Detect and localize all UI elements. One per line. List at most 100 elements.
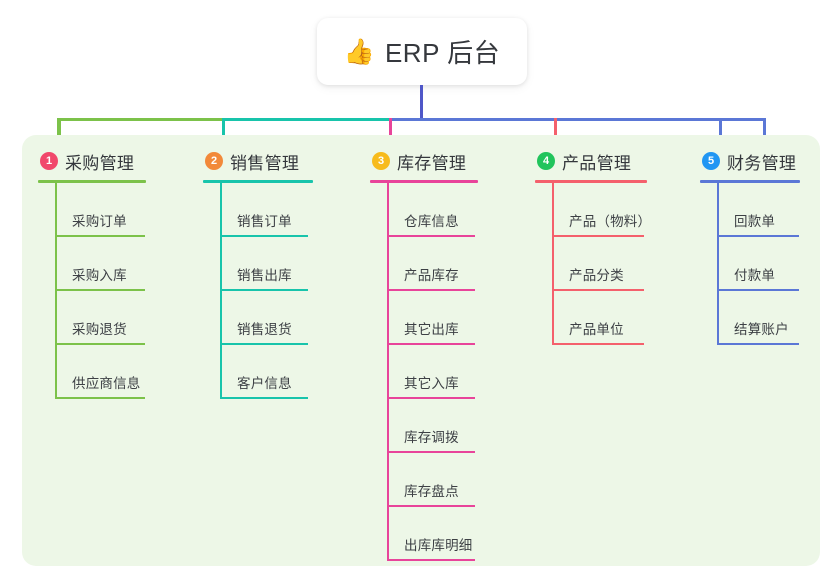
- column-1: 1 采购管理采购订单采购入库采购退货供应商信息: [38, 148, 158, 399]
- column-badge-5: 5: [702, 152, 720, 170]
- leaf-node[interactable]: 采购订单: [55, 183, 145, 237]
- leaf-label: 库存调拨: [404, 430, 459, 445]
- leaf-label: 付款单: [734, 268, 776, 283]
- leaf-rule: [717, 343, 799, 345]
- column-header-1[interactable]: 1 采购管理: [38, 148, 158, 174]
- leaf-rule: [55, 235, 145, 237]
- column-title-5: 财务管理: [727, 153, 797, 173]
- leaf-rule: [717, 289, 799, 291]
- leaf-label: 供应商信息: [72, 376, 141, 391]
- leaf-node[interactable]: 回款单: [717, 183, 799, 237]
- leaf-rule: [220, 289, 308, 291]
- leaf-node[interactable]: 产品分类: [552, 237, 644, 291]
- leaf-rule: [387, 505, 475, 507]
- leaf-label: 采购入库: [72, 268, 127, 283]
- thumbs-up-icon: 👍: [343, 37, 375, 66]
- leaf-label: 库存盘点: [404, 484, 459, 499]
- leaf-rule: [552, 235, 644, 237]
- column-body-2: 销售订单销售出库销售退货客户信息: [203, 183, 321, 399]
- leaf-node[interactable]: 结算账户: [717, 291, 799, 345]
- bus-segment-2: [223, 118, 390, 121]
- column-title-3: 库存管理: [397, 153, 467, 173]
- leaf-rule: [552, 289, 644, 291]
- leaf-rule: [220, 343, 308, 345]
- leaf-rule: [387, 559, 475, 561]
- column-3: 3 库存管理仓库信息产品库存其它出库其它入库库存调拨库存盘点出库库明细: [370, 148, 488, 561]
- column-rule-5: [700, 180, 800, 183]
- leaf-node[interactable]: 销售订单: [220, 183, 308, 237]
- leaf-label: 出库库明细: [404, 538, 473, 553]
- leaf-rule: [387, 343, 475, 345]
- leaf-label: 产品分类: [569, 268, 624, 283]
- leaf-rule: [387, 289, 475, 291]
- column-badge-1: 1: [40, 152, 58, 170]
- leaf-node[interactable]: 销售退货: [220, 291, 308, 345]
- leaf-rule: [55, 397, 145, 399]
- leaf-label: 采购订单: [72, 214, 127, 229]
- leaf-rule: [717, 235, 799, 237]
- column-header-3[interactable]: 3 库存管理: [370, 148, 488, 174]
- leaf-rule: [387, 451, 475, 453]
- leaf-label: 销售退货: [237, 322, 292, 337]
- root-node-content: 👍 ERP 后台: [344, 33, 500, 70]
- leaf-node[interactable]: 产品（物料）: [552, 183, 651, 237]
- leaf-node[interactable]: 其它出库: [387, 291, 475, 345]
- leaf-node[interactable]: 库存盘点: [387, 453, 475, 507]
- leaf-node[interactable]: 仓库信息: [387, 183, 475, 237]
- leaf-rule: [55, 289, 145, 291]
- column-rule-1: [38, 180, 146, 183]
- column-title-4: 产品管理: [562, 153, 632, 173]
- column-title-1: 采购管理: [65, 153, 135, 173]
- leaf-label: 销售出库: [237, 268, 292, 283]
- leaf-node[interactable]: 产品单位: [552, 291, 644, 345]
- column-header-4[interactable]: 4 产品管理: [535, 148, 655, 174]
- column-body-3: 仓库信息产品库存其它出库其它入库库存调拨库存盘点出库库明细: [370, 183, 488, 561]
- leaf-label: 结算账户: [734, 322, 789, 337]
- column-rule-4: [535, 180, 647, 183]
- column-body-4: 产品（物料） 产品分类产品单位: [535, 183, 655, 345]
- drop-connector-3: [389, 118, 392, 146]
- column-spine-3: [387, 183, 389, 561]
- drop-connector-2: [222, 118, 225, 150]
- leaf-label: 客户信息: [237, 376, 292, 391]
- root-node-card[interactable]: 👍 ERP 后台: [317, 18, 527, 85]
- leaf-node[interactable]: 其它入库: [387, 345, 475, 399]
- leaf-label: 产品（物料）: [569, 214, 652, 229]
- leaf-label: 产品库存: [404, 268, 459, 283]
- leaf-node[interactable]: 采购入库: [55, 237, 145, 291]
- leaf-label: 产品单位: [569, 322, 624, 337]
- column-5: 5 财务管理回款单付款单结算账户: [700, 148, 815, 345]
- trunk-connector: [420, 85, 423, 120]
- column-badge-4: 4: [537, 152, 555, 170]
- column-badge-2: 2: [205, 152, 223, 170]
- column-badge-3: 3: [372, 152, 390, 170]
- leaf-label: 销售订单: [237, 214, 292, 229]
- leaf-node[interactable]: 付款单: [717, 237, 799, 291]
- leaf-node[interactable]: 客户信息: [220, 345, 308, 399]
- leaf-label: 回款单: [734, 214, 776, 229]
- column-spine-5: [717, 183, 719, 345]
- column-body-5: 回款单付款单结算账户: [700, 183, 815, 345]
- column-spine-2: [220, 183, 222, 399]
- leaf-rule: [220, 235, 308, 237]
- leaf-node[interactable]: 产品库存: [387, 237, 475, 291]
- bus-end-right: [763, 118, 766, 148]
- leaf-node[interactable]: 库存调拨: [387, 399, 475, 453]
- column-rule-3: [370, 180, 478, 183]
- leaf-node[interactable]: 出库库明细: [387, 507, 475, 561]
- leaf-label: 其它入库: [404, 376, 459, 391]
- leaf-rule: [387, 235, 475, 237]
- leaf-node[interactable]: 供应商信息: [55, 345, 145, 399]
- leaf-node[interactable]: 采购退货: [55, 291, 145, 345]
- column-header-5[interactable]: 5 财务管理: [700, 148, 815, 174]
- column-body-1: 采购订单采购入库采购退货供应商信息: [38, 183, 158, 399]
- root-node-title: ERP 后台: [384, 38, 501, 68]
- drop-connector-4: [554, 118, 557, 150]
- leaf-rule: [220, 397, 308, 399]
- leaf-node[interactable]: 销售出库: [220, 237, 308, 291]
- leaf-rule: [552, 343, 644, 345]
- leaf-label: 仓库信息: [404, 214, 459, 229]
